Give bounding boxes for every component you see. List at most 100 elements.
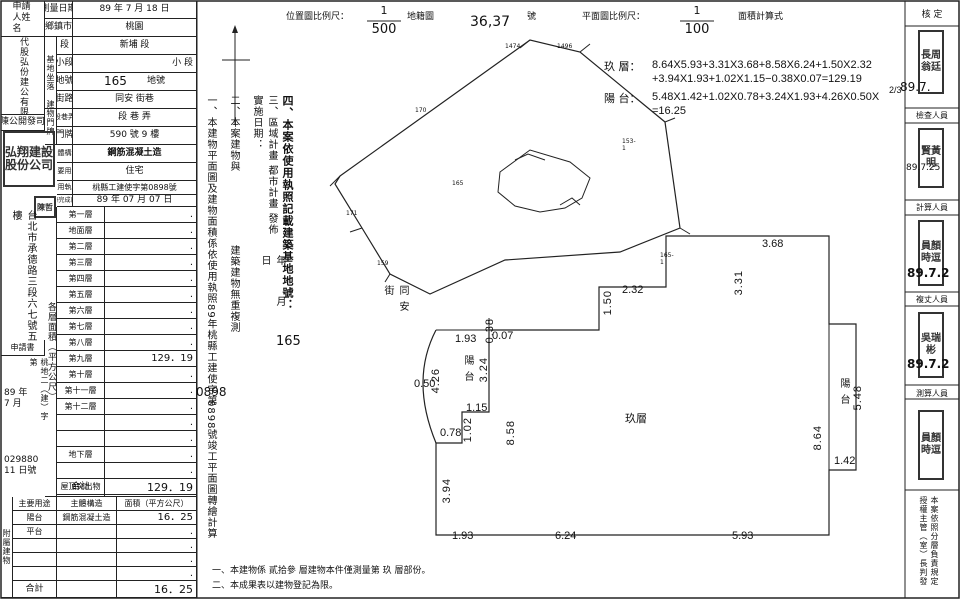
- survey-stamp: 吳瑞彬: [918, 312, 944, 378]
- attached-area-header: 面積（平方公尺）: [117, 497, 197, 511]
- floor-scale-label: 平面圖比例尺：: [582, 12, 646, 22]
- doorplate: 590 號 9 樓: [73, 127, 197, 145]
- attached-structure: [57, 553, 117, 567]
- floor-area: .: [105, 335, 197, 351]
- formula-bal-1: 5.48X1.42+1.02X0.78+3.24X1.93+4.26X0.50X: [652, 91, 880, 103]
- applicant-name-cont: 陳公開發司: [1, 115, 45, 131]
- dimension-label: 1.15: [466, 402, 488, 414]
- attached-use: [13, 553, 57, 567]
- use: 住宅: [73, 163, 197, 181]
- floor-area: .: [105, 207, 197, 223]
- survey-date: 89.7.2: [907, 357, 950, 371]
- structure-label: 主體構造: [57, 145, 73, 163]
- note-4b: 165: [276, 334, 301, 349]
- apply-doc: 029880 11 日號: [4, 455, 39, 476]
- floor-name: 第七層: [57, 319, 105, 335]
- floor-area: .: [105, 303, 197, 319]
- applicant-label: 申請人姓名: [1, 1, 45, 37]
- floor-area: .: [105, 431, 197, 447]
- floor-name: 地面層: [57, 223, 105, 239]
- attached-use: [13, 567, 57, 581]
- attached-use: [13, 539, 57, 553]
- attached-structure: [57, 539, 117, 553]
- floor-area: .: [105, 399, 197, 415]
- dimension-label: 6.24: [555, 530, 577, 542]
- check-date: 89.7.25: [906, 163, 941, 173]
- street-label: 街路: [57, 91, 73, 109]
- formula-bal-2: =16.25: [652, 105, 686, 117]
- note-4: 四、本案依使用執照記載建築基地地號：: [281, 95, 294, 311]
- dimension-label: 3.68: [762, 238, 784, 250]
- lot-num-159: 159: [377, 260, 389, 267]
- draw-label: 測算人員: [916, 389, 948, 398]
- dimension-label: 2.32: [622, 284, 644, 296]
- apply-label: 申請書: [1, 340, 45, 356]
- formula-bal-frac: 2/3: [889, 85, 902, 95]
- dimension-label: 1.02: [462, 417, 474, 443]
- person-seal: 陳哲: [34, 196, 56, 218]
- total: 129．19: [105, 479, 197, 497]
- dimension-label: 5.93: [732, 530, 754, 542]
- site-street: 同安街: [382, 285, 408, 317]
- floor-name: 第五層: [57, 287, 105, 303]
- floor-plan-outline: [435, 235, 857, 536]
- dimension-label: 1.93: [452, 530, 474, 542]
- area-formula-label: 面積計算式: [738, 12, 784, 22]
- check-stamp: 賢黃明: [918, 128, 944, 188]
- address-label: 建物門牌: [46, 99, 55, 136]
- completion-label: 建築完成日期: [57, 195, 73, 207]
- location-label: 基地坐落: [46, 54, 55, 91]
- floor-name: 第三層: [57, 255, 105, 271]
- balcony-left: 陽台: [462, 355, 473, 387]
- permit: 桃縣工建使字第0898號: [73, 181, 197, 195]
- dimension-label: 0.07: [492, 330, 514, 342]
- survey-label: 複丈人員: [916, 295, 948, 304]
- approve-date: 89.7.: [900, 80, 931, 94]
- floor-name: 第六層: [57, 303, 105, 319]
- site-building: [497, 149, 591, 213]
- city: 桃園: [73, 19, 197, 37]
- note-3b: 年 月 日: [259, 255, 285, 321]
- calc-date: 89.7.2: [907, 266, 950, 280]
- lot-suffix: 地號: [146, 76, 165, 86]
- floor-area: .: [105, 223, 197, 239]
- floor-name: [57, 431, 105, 447]
- floor-name: 第十一層: [57, 383, 105, 399]
- site-scale-num: 1: [380, 4, 388, 17]
- lane-label: 段巷弄: [57, 109, 73, 127]
- section-label: 段: [57, 37, 73, 55]
- note-1b: 0898號竣工平面圖轉繪計算: [205, 400, 216, 540]
- floor-area: .: [105, 383, 197, 399]
- floor-area: .: [105, 367, 197, 383]
- floor-area: .: [105, 239, 197, 255]
- dimension-label: 3.94: [441, 478, 453, 504]
- attached-use-header: 主要用途: [13, 497, 57, 511]
- balcony-right: 陽台: [838, 378, 849, 410]
- lot-boundary: [334, 39, 681, 295]
- dimension-label: 0.50: [414, 378, 436, 390]
- floor-area: .: [105, 271, 197, 287]
- applicant-name: 代股弘份建公有限司: [18, 37, 28, 115]
- floor-name: 玖層: [625, 412, 647, 425]
- subsection: 小 段: [73, 55, 197, 73]
- note-2b: 建築建物無重複測: [228, 245, 239, 333]
- lot-no: 165: [104, 74, 127, 88]
- footer-note-1: 一、本建物係 貳拾參 層建物本件僅測量第 玖 層部份。: [212, 566, 431, 576]
- dimension-label: 1.50: [602, 290, 614, 316]
- floor-area: 129．19: [105, 351, 197, 367]
- floor-area: .: [105, 287, 197, 303]
- attached-area: 16．25: [117, 511, 197, 525]
- site-scale-den: 500: [371, 22, 397, 37]
- dimension-label: 8.64: [812, 425, 824, 451]
- floor-area: .: [105, 415, 197, 431]
- formula-floor-2: +3.94X1.93+1.02X1.15−0.38X0.07=129.19: [652, 73, 862, 85]
- site-lot-label: 地籍圖: [407, 12, 435, 22]
- dimension-label: 5.48: [852, 385, 864, 411]
- attached-structure-header: 主體構造: [57, 497, 117, 511]
- formula-bal-label: 陽 台：: [604, 92, 641, 105]
- attached-total: 16．25: [117, 581, 197, 598]
- attached-structure: [57, 567, 117, 581]
- section: 新埔 段: [73, 37, 197, 55]
- floor-name: 第九層: [57, 351, 105, 367]
